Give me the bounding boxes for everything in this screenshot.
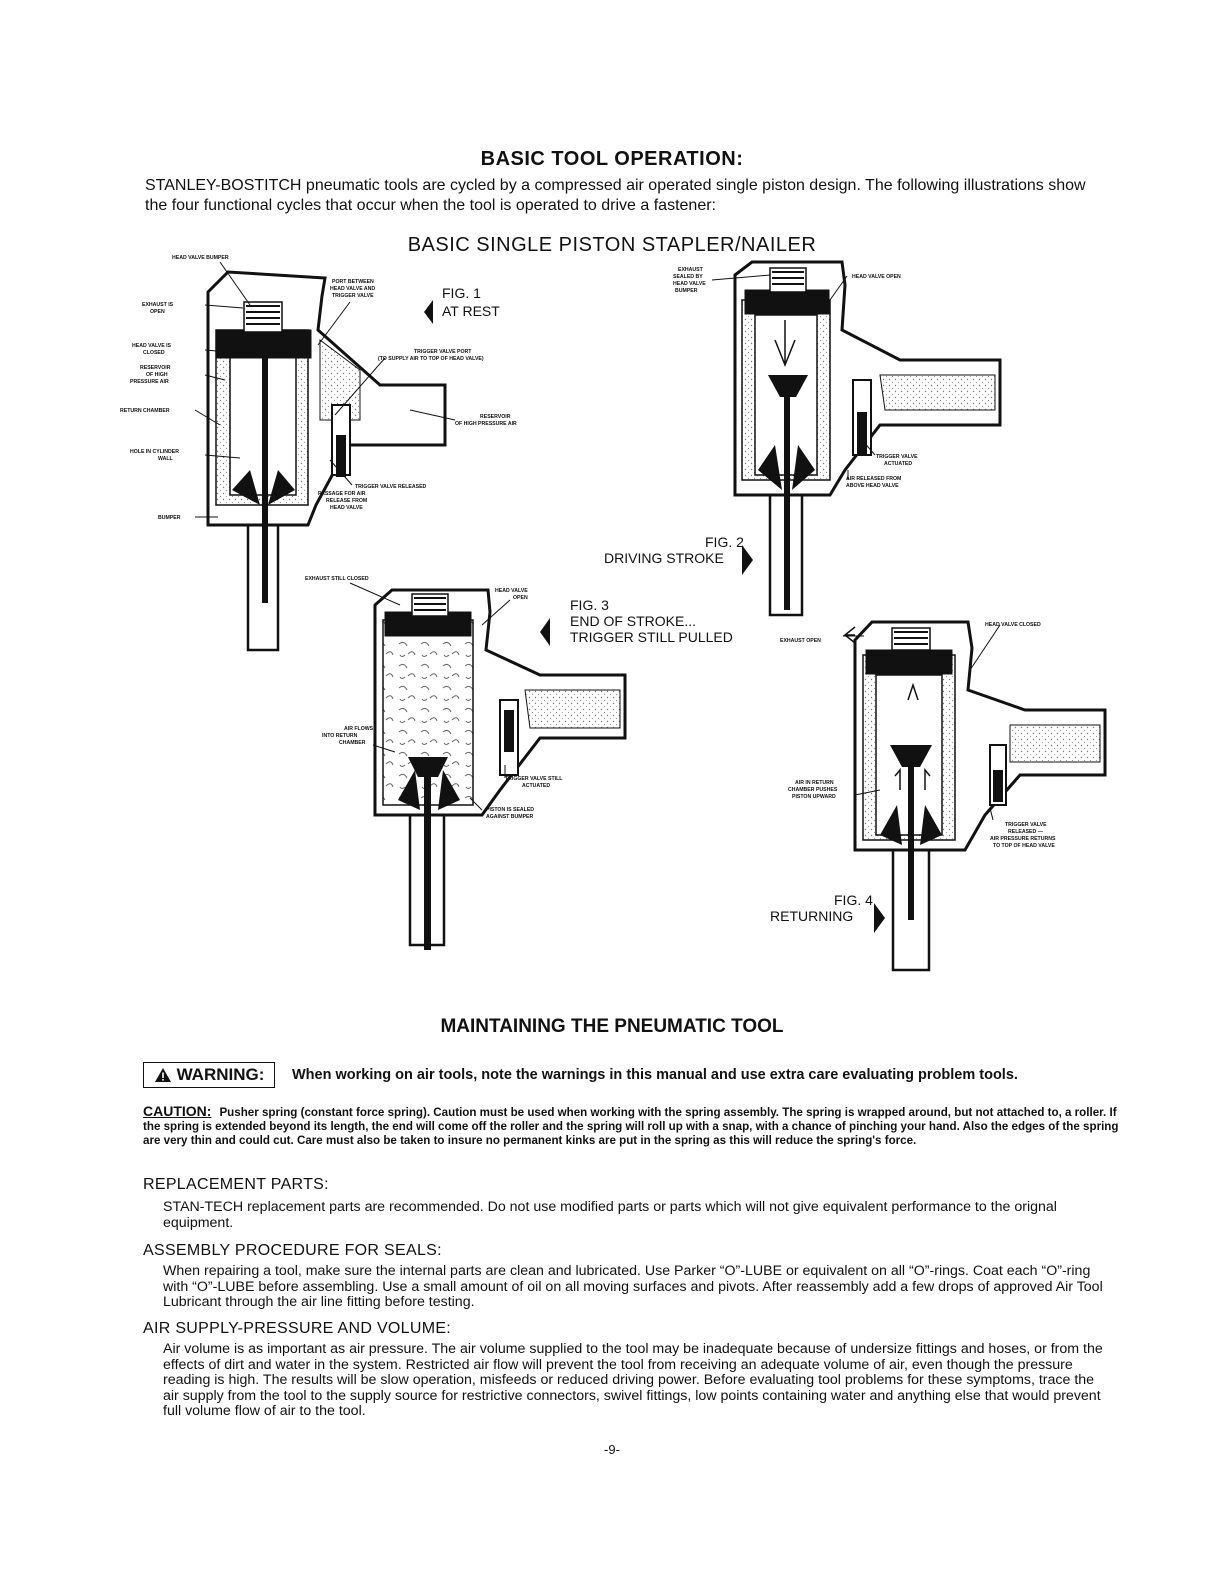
fig4-label: EXHAUST OPEN: [780, 638, 821, 644]
fig1-label: OF HIGH PRESSURE AIR: [455, 421, 517, 427]
fig3-label: EXHAUST STILL CLOSED: [305, 576, 369, 582]
assembly-procedure-body: When repairing a tool, make sure the int…: [163, 1264, 1108, 1311]
fig1-label: RESERVOIR: [480, 414, 511, 420]
fig3-label: ACTUATED: [522, 783, 550, 789]
fig1-label: HEAD VALVE AND: [330, 286, 375, 292]
fig4-number: FIG. 4: [834, 892, 873, 908]
fig4-label: AIR PRESSURE RETURNS: [990, 836, 1056, 842]
page-number: -9-: [0, 1442, 1224, 1457]
fig1-label: OPEN: [150, 309, 165, 315]
fig4-label: RELEASED —: [1008, 829, 1044, 835]
fig1-label: HEAD VALVE BUMPER: [172, 255, 229, 261]
fig4-label: CHAMBER PUSHES: [788, 787, 838, 793]
fig1-label: TRIGGER VALVE: [332, 293, 374, 299]
fig1-label: TRIGGER VALVE RELEASED: [355, 484, 427, 490]
fig4-label: PISTON UPWARD: [792, 794, 836, 800]
assembly-procedure-heading: ASSEMBLY PROCEDURE FOR SEALS:: [143, 1242, 442, 1260]
fig4-label: AIR IN RETURN: [795, 780, 834, 786]
fig4-label: TO TOP OF HEAD VALVE: [993, 843, 1055, 849]
fig2-label: SEALED BY: [673, 274, 703, 280]
fig2-label: TRIGGER VALVE: [876, 454, 918, 460]
fig2-label: ACTUATED: [884, 461, 912, 467]
fig3-label: HEAD VALVE: [495, 588, 528, 594]
fig1-label: PASSAGE FOR AIR: [318, 491, 366, 497]
caution-paragraph: CAUTION:Pusher spring (constant force sp…: [143, 1104, 1123, 1148]
caution-label: CAUTION:: [143, 1103, 211, 1119]
fig2-label: EXHAUST: [678, 267, 704, 273]
fig3-label: PISTON IS SEALED: [486, 807, 534, 813]
fig1-label: WALL: [158, 456, 174, 462]
fig1-tool-drawing: [208, 272, 445, 650]
fig1-label: HEAD VALVE: [330, 505, 363, 511]
fig1-label: HOLE IN CYLINDER: [130, 449, 179, 455]
air-supply-body: Air volume is as important as air pressu…: [163, 1342, 1108, 1420]
warning-label: WARNING:: [177, 1065, 265, 1085]
fig1-label: CLOSED: [143, 350, 165, 356]
fig3-label: TRIGGER VALVE STILL: [505, 776, 563, 782]
fig2-label: HEAD VALVE OPEN: [852, 274, 901, 280]
fig3-arrow-icon: [540, 618, 550, 646]
fig1-label: TRIGGER VALVE PORT: [414, 349, 472, 355]
fig1-label: PORT BETWEEN: [332, 279, 374, 285]
fig3-number: FIG. 3: [570, 597, 609, 613]
fig2-number: FIG. 2: [705, 534, 744, 550]
fig4-caption: RETURNING: [770, 908, 853, 924]
fig3-label: AGAINST BUMPER: [486, 814, 534, 820]
fig2-caption: DRIVING STROKE: [604, 550, 724, 566]
section-title-maintaining: MAINTAINING THE PNEUMATIC TOOL: [0, 1016, 1224, 1038]
fig2-label: ABOVE HEAD VALVE: [846, 483, 899, 489]
air-supply-heading: AIR SUPPLY-PRESSURE AND VOLUME:: [143, 1320, 451, 1338]
fig1-arrow-icon: [424, 300, 433, 324]
replacement-parts-body: STAN-TECH replacement parts are recommen…: [163, 1200, 1108, 1231]
fig1-label: PRESSURE AIR: [130, 379, 169, 385]
fig3-label: INTO RETURN: [322, 733, 358, 739]
fig1-label: OF HIGH: [146, 372, 168, 378]
fig4-label: TRIGGER VALVE: [1005, 822, 1047, 828]
fig2-tool-drawing: [735, 262, 1000, 615]
fig3-caption-line2: TRIGGER STILL PULLED: [570, 629, 733, 645]
fig3-label: AIR FLOWS: [344, 726, 374, 732]
fig1-caption: AT REST: [442, 303, 500, 319]
warning-badge: WARNING:: [143, 1062, 275, 1088]
fig4-arrow-icon: [874, 903, 885, 933]
warning-text: When working on air tools, note the warn…: [292, 1067, 1018, 1083]
fig3-caption-line1: END OF STROKE...: [570, 613, 696, 629]
fig4-label: HEAD VALVE CLOSED: [985, 622, 1041, 628]
fig2-arrow-icon: [742, 545, 753, 575]
fig2-label: BUMPER: [675, 288, 698, 294]
fig1-label: RETURN CHAMBER: [120, 408, 170, 414]
fig2-label: HEAD VALVE: [673, 281, 706, 287]
warning-triangle-icon: [154, 1067, 172, 1083]
replacement-parts-heading: REPLACEMENT PARTS:: [143, 1176, 329, 1194]
fig1-label: HEAD VALVE IS: [132, 343, 172, 349]
fig2-label: AIR RELEASED FROM: [846, 476, 901, 482]
fig1-number: FIG. 1: [442, 285, 481, 301]
fig1-label: RESERVOIR: [140, 365, 171, 371]
fig1-label: (TO SUPPLY AIR TO TOP OF HEAD VALVE): [378, 356, 484, 362]
tool-operation-diagrams: HEAD VALVE BUMPER EXHAUST IS OPEN HEAD V…: [0, 0, 1224, 1000]
fig1-label: BUMPER: [158, 515, 181, 521]
fig3-label: CHAMBER: [339, 740, 366, 746]
caution-text: Pusher spring (constant force spring). C…: [143, 1106, 1118, 1147]
fig3-label: OPEN: [513, 595, 528, 601]
fig1-label: EXHAUST IS: [142, 302, 174, 308]
fig1-label: RELEASE FROM: [326, 498, 367, 504]
